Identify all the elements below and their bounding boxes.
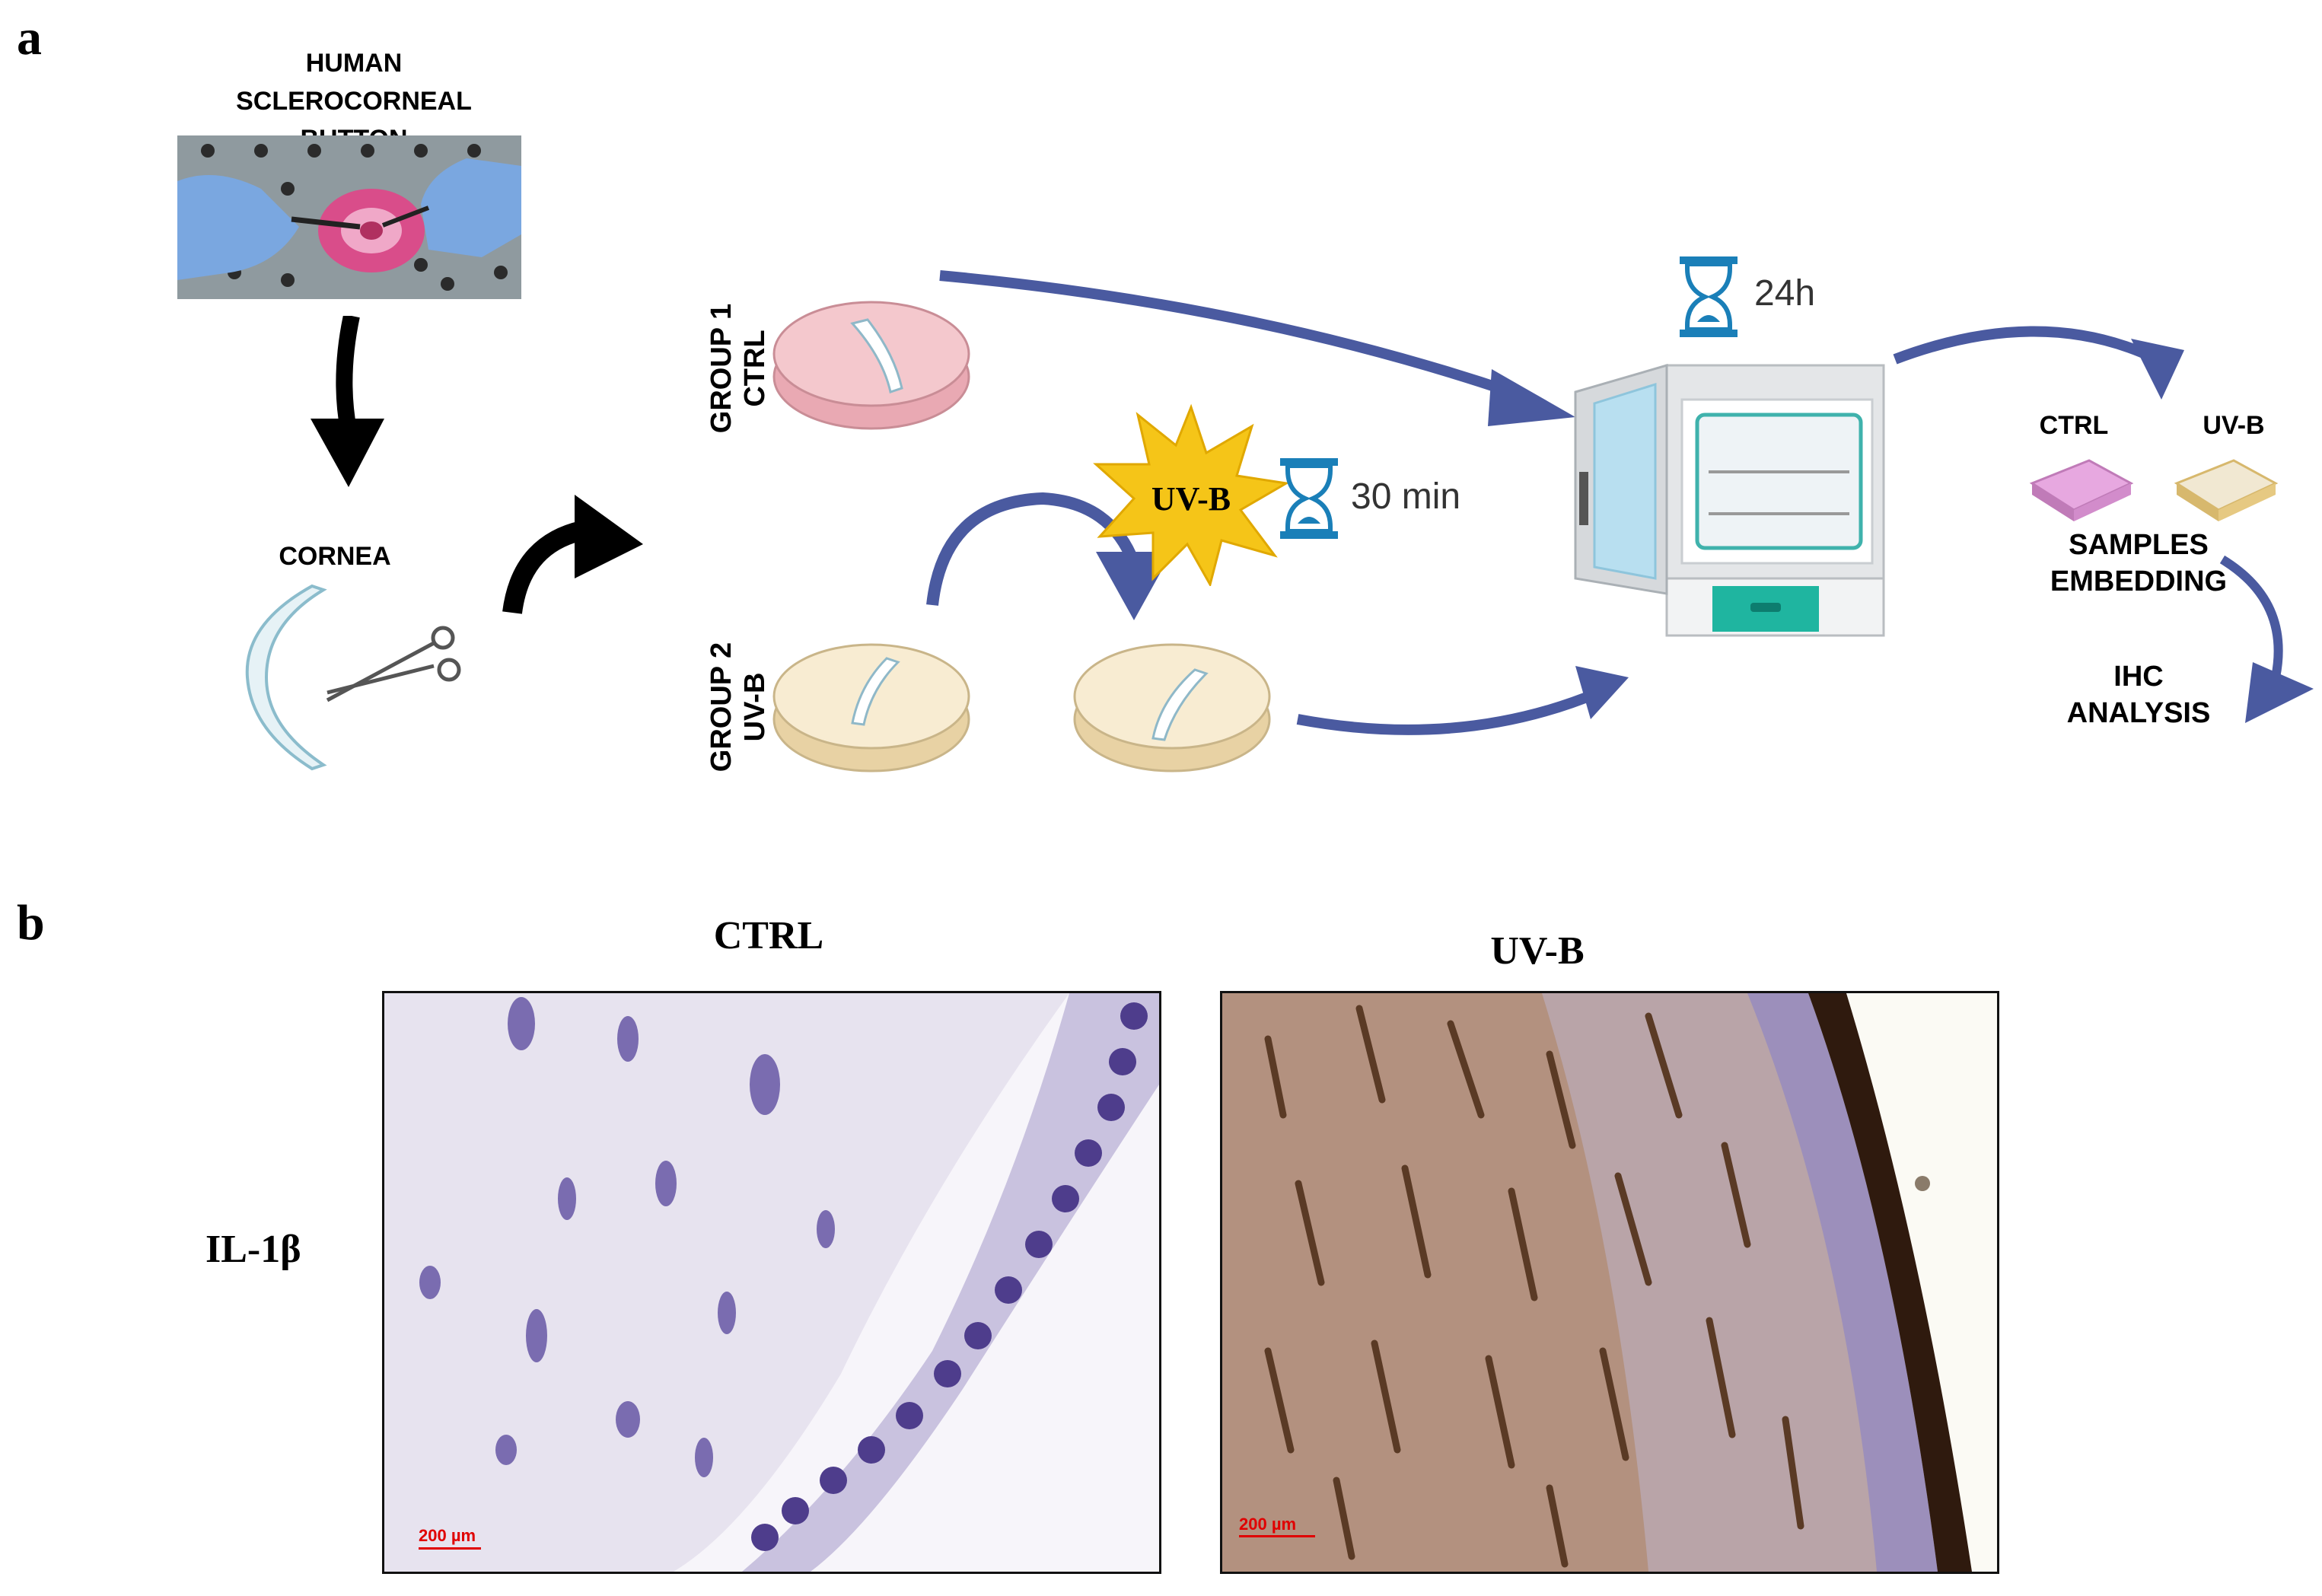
column-title-uvb: UV-B (1490, 929, 1585, 973)
petri-dish-ctrl (772, 301, 970, 430)
scissors-icon (326, 626, 461, 702)
blue-arrows (926, 270, 2314, 735)
scale-line-ctrl (419, 1547, 481, 1550)
column-title-ctrl: CTRL (713, 914, 824, 957)
petri-dish-uvb-1 (772, 643, 970, 773)
micrograph-ctrl-image (384, 993, 1159, 1572)
ihc-line2: ANALYSIS (2066, 697, 2211, 729)
embedding-label: SAMPLES EMBEDDING (2024, 527, 2253, 600)
ihc-label: IHC ANALYSIS (2047, 658, 2230, 731)
uvb-time-label: 30 min (1351, 476, 1461, 517)
cornea-icon (245, 584, 327, 771)
panel-letter-a: a (17, 10, 42, 65)
uvb-sample-block-icon (2174, 459, 2279, 521)
micrograph-uvb: 200 µm (1220, 991, 1999, 1574)
scale-line-uvb (1239, 1535, 1315, 1537)
arrow-down-icon (311, 316, 384, 487)
cornea-label: CORNEA (279, 542, 391, 571)
hourglass-icon (1280, 458, 1338, 539)
scale-label-ctrl: 200 µm (419, 1526, 476, 1545)
ctrl-block-label: CTRL (2039, 411, 2109, 440)
uvb-burst-icon (1093, 403, 1290, 586)
ctrl-sample-block-icon (2029, 459, 2134, 521)
curved-arrow-icon (502, 495, 643, 614)
micrograph-uvb-image (1222, 993, 1997, 1572)
uvb-block-label: UV-B (2203, 411, 2265, 440)
micrograph-ctrl: 200 µm (382, 991, 1161, 1574)
row-label-il1b: IL-1β (205, 1228, 301, 1271)
incubation-time-label: 24h (1754, 273, 1816, 314)
uvb-burst-label: UV-B (1151, 480, 1231, 518)
embedding-line2: EMBEDDING (2050, 565, 2228, 597)
incubator-icon (1574, 364, 1885, 637)
petri-dish-uvb-2 (1073, 643, 1271, 773)
sclerocorneal-photo (177, 135, 521, 299)
panel-letter-b: b (17, 895, 45, 951)
embedding-line1: SAMPLES (2069, 529, 2209, 561)
ihc-line1: IHC (2113, 661, 2164, 693)
hourglass-24h-icon (1680, 256, 1738, 337)
scale-label-uvb: 200 µm (1239, 1515, 1297, 1534)
